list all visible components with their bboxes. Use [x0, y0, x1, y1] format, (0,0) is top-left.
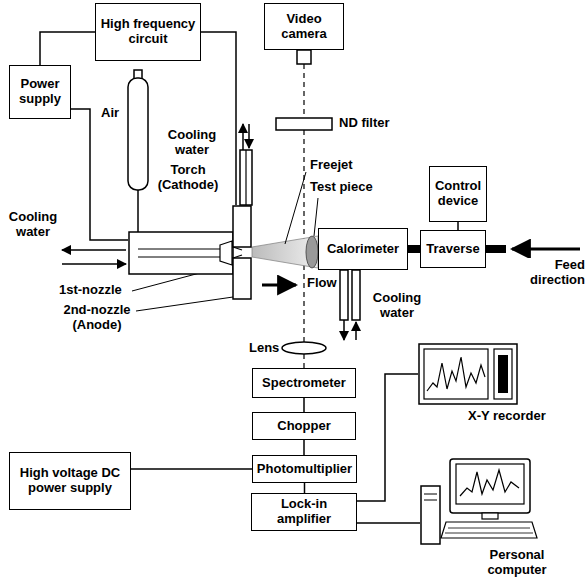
process-box: Chopper	[252, 412, 356, 440]
process-box: Lock-in amplifier	[251, 493, 357, 531]
node-text: Traverse	[426, 242, 480, 257]
wire	[357, 374, 418, 501]
wire	[71, 109, 128, 240]
recorder-icon-shape	[418, 343, 518, 405]
camera-box: Video camera	[264, 3, 344, 50]
computer-icon: Personal computer	[420, 458, 538, 548]
filter-label: ND filter	[338, 116, 391, 131]
wire	[40, 32, 95, 65]
part-label: 1st-nozzle	[58, 283, 123, 298]
coolant-label: Cooling water	[160, 128, 224, 158]
circuit-box: High frequency circuit	[95, 3, 201, 61]
wire	[303, 440, 305, 455]
node-text: High voltage DC power supply	[13, 466, 127, 496]
node-text: Calorimeter	[327, 242, 399, 257]
wire	[303, 398, 305, 412]
node-text: Personal computer	[480, 548, 554, 578]
node-text: Chopper	[277, 419, 330, 434]
coolant-label: Cooling water	[4, 210, 62, 240]
node-text: Power supply	[13, 77, 67, 107]
feed-rod	[408, 245, 420, 253]
node-text: Control device	[433, 179, 483, 209]
wire	[304, 483, 306, 493]
part-label: 2nd-nozzle (Anode)	[58, 303, 136, 333]
wire	[457, 222, 459, 230]
wire	[357, 522, 420, 524]
node-text: Video camera	[268, 12, 340, 42]
power-supply-box: Power supply	[9, 65, 71, 119]
node-text: Spectrometer	[262, 376, 346, 391]
control-box: Control device	[429, 166, 487, 222]
power-supply-box: High voltage DC power supply	[9, 452, 131, 510]
direction-label: Feed direction	[516, 258, 586, 288]
part-label: Freejet	[309, 158, 354, 173]
part-label: Lens	[248, 341, 280, 356]
process-box: Spectrometer	[252, 368, 356, 398]
part-label: Test piece	[309, 180, 374, 195]
recorder-icon: X-Y recorder	[418, 343, 518, 405]
flow-label: Flow	[306, 276, 338, 291]
wire	[131, 468, 252, 470]
torch-body-shape	[128, 205, 252, 300]
node-text: Torch (Cathode)	[148, 163, 228, 193]
node-text: High frequency circuit	[99, 17, 197, 47]
coolant-label: Cooling water	[365, 291, 429, 321]
torch-body: Torch (Cathode)	[128, 205, 252, 300]
node-text: X-Y recorder	[468, 409, 546, 424]
node-text: Lock-in amplifier	[255, 497, 353, 527]
process-box: Photomultiplier	[252, 455, 357, 483]
node-text: Photomultiplier	[257, 462, 352, 477]
traverse-box: Traverse	[420, 230, 486, 268]
gas-label: Air	[100, 106, 120, 121]
calorimeter-box: Calorimeter	[318, 228, 408, 270]
computer-icon-shape	[420, 458, 538, 548]
